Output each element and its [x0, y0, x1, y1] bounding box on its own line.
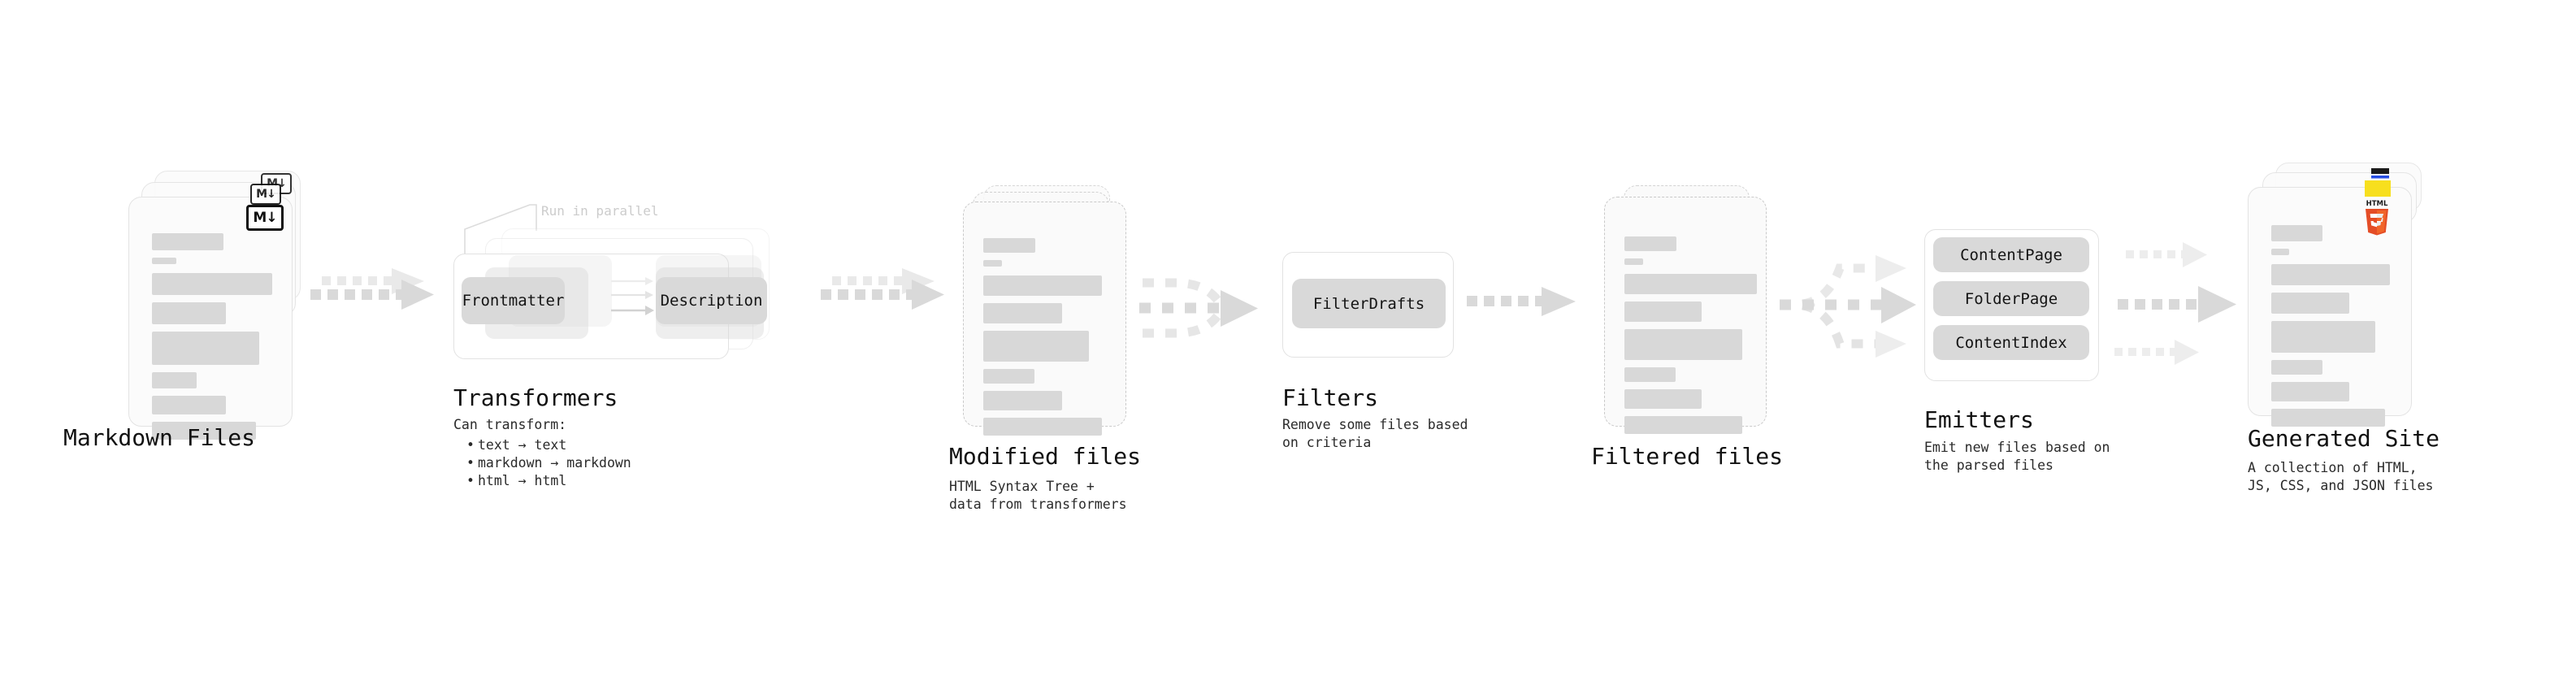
js-badge	[2365, 180, 2391, 197]
connector-filtered-to-emitters	[1780, 255, 1916, 358]
filtered-card-lines	[1624, 236, 1757, 441]
transformers-chip-description[interactable]: Description	[656, 277, 767, 324]
emitters-title: Emitters	[1924, 406, 2034, 433]
transformers-subtitle: Can transform:	[453, 417, 567, 432]
markdown-files-title: Markdown Files	[63, 424, 256, 451]
transformers-inner-arrows	[611, 277, 654, 315]
modified-files-title: Modified files	[949, 443, 1142, 470]
generated-site-title: Generated Site	[2248, 425, 2440, 452]
filters-subtitle: Remove some files based on criteria	[1282, 417, 1468, 450]
emitters-chip-folderpage[interactable]: FolderPage	[1933, 281, 2089, 316]
transformers-bullet-0: text → text	[466, 436, 631, 454]
connector-emitters-to-site	[2114, 242, 2236, 365]
filtered-card-front	[1604, 197, 1767, 434]
run-in-parallel-note: Run in parallel	[541, 203, 659, 219]
modified-card-lines	[983, 238, 1111, 443]
svg-text:HTML: HTML	[2366, 200, 2388, 208]
modified-files-subtitle: HTML Syntax Tree + data from transformer…	[949, 479, 1127, 512]
markdown-card-front	[128, 197, 293, 440]
markdown-badge: M↓	[246, 205, 284, 231]
transformers-bullet-2: html → html	[466, 472, 631, 490]
site-card-lines	[2271, 225, 2395, 434]
generated-site-subtitle: A collection of HTML, JS, CSS, and JSON …	[2248, 460, 2434, 493]
markdown-files-stack: M↓ M↓ M↓	[128, 171, 307, 440]
markdown-card-lines	[152, 233, 275, 447]
filtered-files-title: Filtered files	[1591, 443, 1784, 470]
connector-modified-to-filters	[1139, 278, 1258, 338]
transformers-bullet-1: markdown → markdown	[466, 454, 631, 472]
transformers-bullet-list: text → text markdown → markdown html → h…	[465, 435, 631, 490]
modified-files-stack	[963, 185, 1134, 436]
filters-title: Filters	[1282, 384, 1379, 411]
markdown-badge-back-1: M↓	[250, 184, 281, 205]
connector-markdown-to-transformers	[310, 268, 434, 310]
generated-site-stack: HTML	[2248, 163, 2426, 431]
connector-transformers-to-modified	[821, 268, 944, 310]
emitters-chip-contentpage[interactable]: ContentPage	[1933, 237, 2089, 272]
emitters-chip-contentindex[interactable]: ContentIndex	[1933, 325, 2089, 360]
html5-badge: HTML	[2366, 200, 2388, 236]
transformers-chip-frontmatter[interactable]: Frontmatter	[462, 277, 565, 324]
connector-filters-to-filtered	[1467, 287, 1576, 316]
modified-card-front	[963, 202, 1126, 436]
transformers-title: Transformers	[453, 384, 618, 411]
css3-badge	[2371, 168, 2389, 179]
run-in-parallel-bracket	[464, 204, 537, 258]
filters-chip-filterdrafts[interactable]: FilterDrafts	[1292, 279, 1446, 328]
filtered-files-stack	[1604, 185, 1775, 434]
emitters-subtitle: Emit new files based on the parsed files	[1924, 440, 2110, 473]
